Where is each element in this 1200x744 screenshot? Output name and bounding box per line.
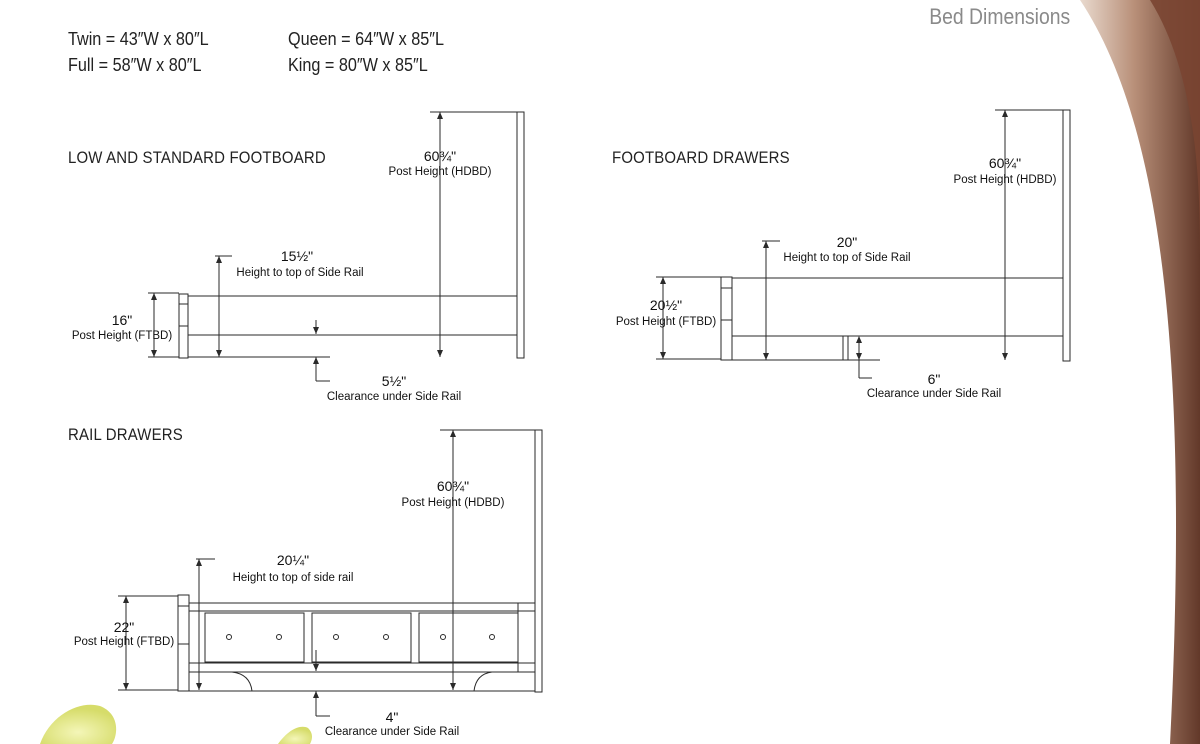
footboard-drawers-diagram	[656, 109, 1071, 379]
clearance-value: 5½"	[381, 373, 407, 389]
size-king: King = 80″W x 85″L	[288, 55, 428, 75]
hdbd-value: 60¾"	[423, 148, 457, 164]
dimension-arrows	[123, 110, 1008, 698]
section-title-rail-drawers: RAIL DRAWERS	[68, 425, 183, 444]
swoosh-decoration	[1080, 0, 1200, 744]
ftbd-value: 16"	[111, 312, 133, 328]
ftbd-label: Post Height (FTBD)	[615, 316, 717, 328]
rail-height-value: 15½"	[280, 248, 314, 264]
clearance-value: 4"	[385, 709, 399, 725]
size-queen: Queen = 64″W x 85″L	[288, 29, 445, 49]
hdbd-label: Post Height (HDBD)	[388, 166, 492, 178]
rail-drawers-diagram	[118, 429, 543, 717]
rail-height-label: Height to top of Side Rail	[236, 267, 364, 279]
hdbd-label: Post Height (HDBD)	[953, 174, 1057, 186]
clearance-label: Clearance under Side Rail	[326, 391, 462, 403]
clearance-value: 6"	[927, 371, 941, 387]
ftbd-value: 22"	[113, 619, 135, 635]
rail-height-label: Height to top of side rail	[232, 572, 354, 584]
section-title-footboard-drawers: FOOTBOARD DRAWERS	[612, 148, 790, 167]
rail-height-value: 20"	[836, 234, 858, 250]
flower-decoration	[40, 704, 117, 744]
ftbd-label: Post Height (FTBD)	[71, 330, 173, 342]
low-standard-footboard-diagram	[148, 111, 525, 382]
drawer-knobs	[226, 634, 495, 640]
section-title-low-standard: LOW AND STANDARD FOOTBOARD	[68, 148, 326, 167]
ftbd-value: 20½"	[649, 297, 683, 313]
hdbd-value: 60¾"	[436, 478, 470, 494]
clearance-label: Clearance under Side Rail	[866, 388, 1002, 400]
rail-height-label: Height to top of Side Rail	[783, 252, 911, 264]
size-full: Full = 58″W x 80″L	[68, 55, 202, 75]
hdbd-label: Post Height (HDBD)	[401, 497, 505, 509]
rail-height-value: 20¼"	[276, 552, 310, 568]
page-title: Bed Dimensions	[929, 4, 1070, 29]
clearance-label: Clearance under Side Rail	[324, 726, 460, 738]
hdbd-value: 60¾"	[988, 155, 1022, 171]
ftbd-label: Post Height (FTBD)	[73, 636, 175, 648]
size-twin: Twin = 43″W x 80″L	[68, 29, 209, 49]
